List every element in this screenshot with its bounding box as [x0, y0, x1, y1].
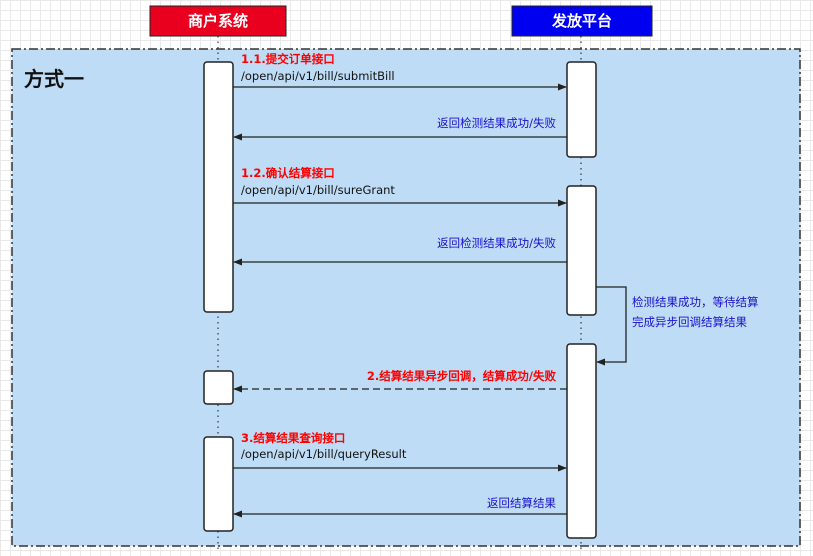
activation-platform-2 — [566, 185, 597, 316]
message-1-1-reply-label: 返回检测结果成功/失败 — [437, 116, 556, 130]
activation-merchant-2 — [203, 370, 234, 405]
activation-platform-1 — [566, 61, 597, 158]
message-1-1-title: 1.1.提交订单接口 — [241, 52, 335, 66]
frame-title: 方式一 — [24, 67, 84, 91]
activation-merchant-3 — [203, 436, 234, 532]
participant-platform: 发放平台 — [511, 5, 653, 37]
participant-merchant-label: 商户系统 — [188, 12, 248, 30]
frame-box — [11, 48, 801, 547]
message-3-path: /open/api/v1/bill/queryResult — [241, 447, 407, 461]
activation-merchant-1 — [203, 61, 234, 313]
self-note-line-1: 检测结果成功，等待结算 — [632, 295, 759, 309]
message-1-2-path: /open/api/v1/bill/sureGrant — [241, 183, 395, 197]
message-1-2-title: 1.2.确认结算接口 — [241, 166, 335, 180]
self-note-line-2: 完成异步回调结算结果 — [632, 315, 747, 329]
message-1-2-reply-label: 返回检测结果成功/失败 — [437, 236, 556, 250]
participant-merchant: 商户系统 — [149, 5, 287, 37]
participant-platform-box — [511, 5, 653, 37]
activation-platform-3 — [566, 343, 597, 539]
participant-merchant-box — [149, 5, 287, 37]
message-1-1-path: /open/api/v1/bill/submitBill — [241, 69, 395, 83]
callback-label: 2.结算结果异步回调，结算成功/失败 — [367, 369, 557, 383]
message-3-reply-label: 返回结算结果 — [487, 496, 556, 510]
arrow-self-settle — [596, 286, 627, 366]
participant-platform-label: 发放平台 — [551, 12, 612, 30]
message-3-title: 3.结算结果查询接口 — [241, 431, 345, 445]
